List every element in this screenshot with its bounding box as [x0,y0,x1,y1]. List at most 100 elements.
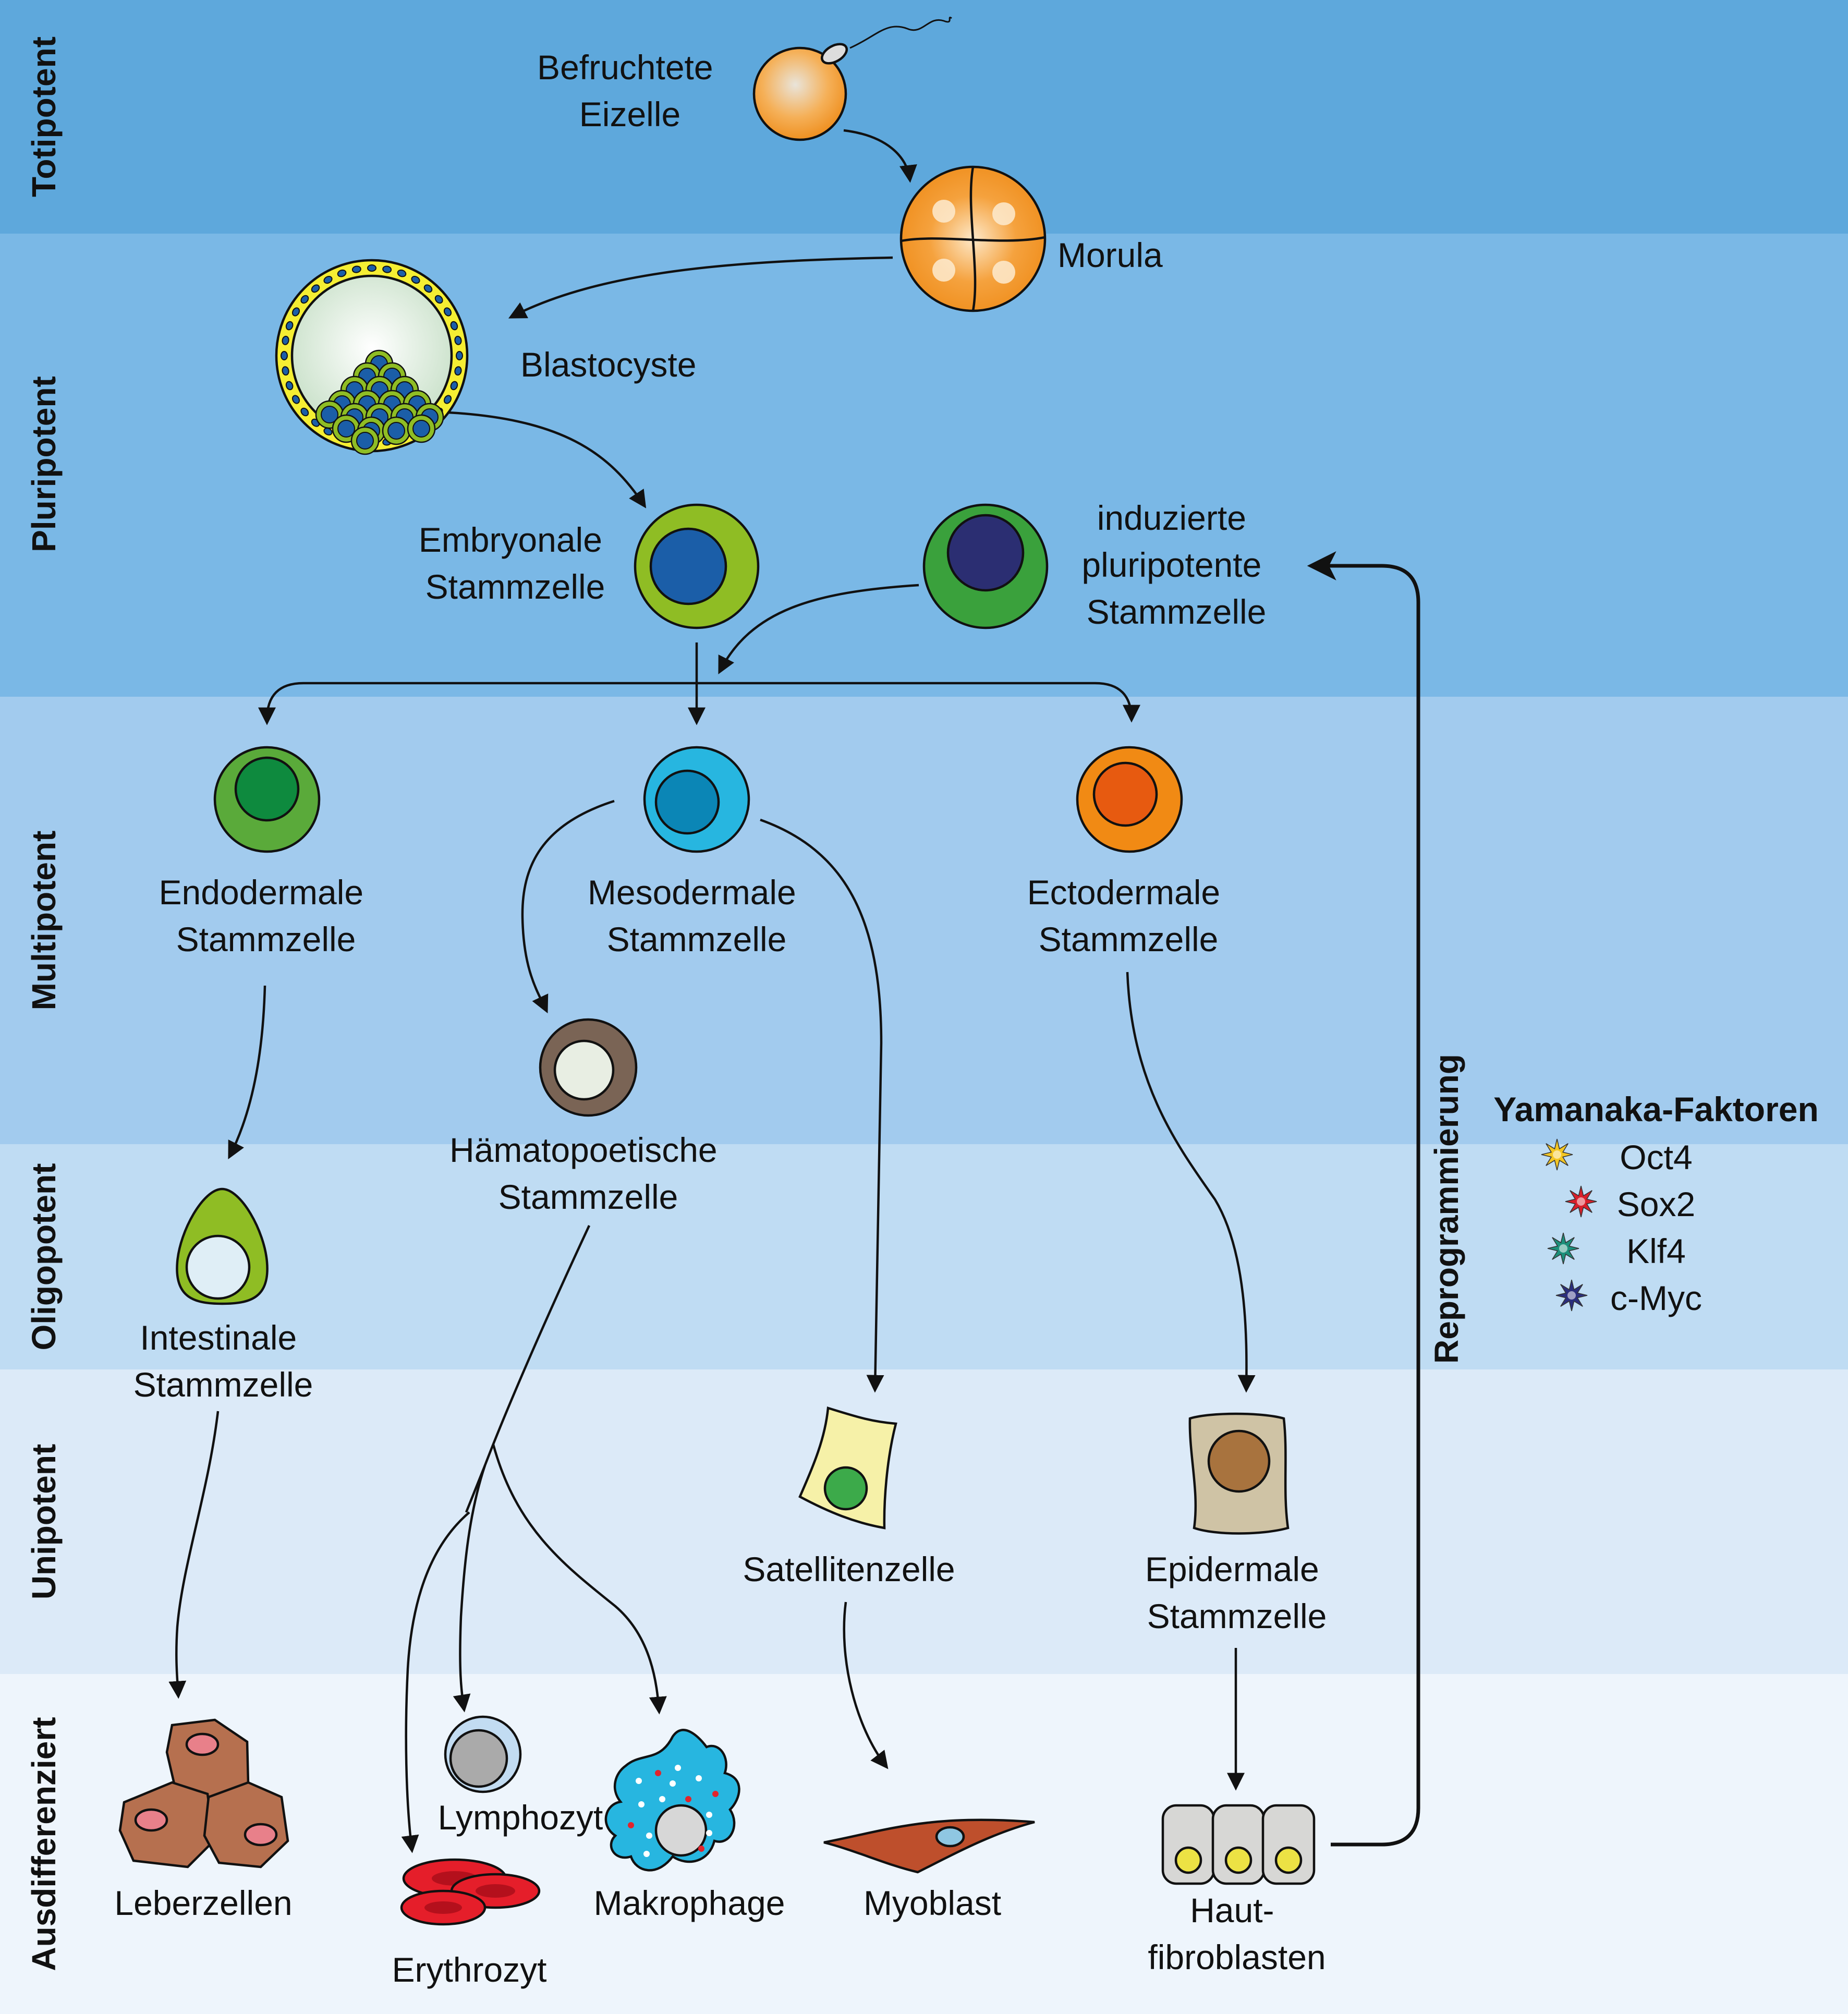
label-ectodermale-stammzelle: Ectodermale Stammzelle [1027,873,1230,959]
trophoblast-nucleus [300,407,309,417]
band-pluripotent [0,234,1848,697]
haematopoetic-cell-nucleus [553,1039,615,1101]
label-lymphozyt: Lymphozyt [438,1798,603,1837]
liver-nucleus-left [134,1808,168,1832]
band-labels: Totipotent Pluripotent Multipotent Oligo… [25,37,63,1971]
trophoblast-nucleus [282,335,289,345]
label-haematopoetische-stammzelle: Hämatopoetische Stammzelle [449,1131,727,1216]
trophoblast-nucleus [300,295,309,304]
label-morula: Morula [1057,236,1163,274]
erythrocyte-2-center [476,1884,515,1898]
granule [675,1765,681,1771]
liver-cell-left [118,1781,215,1869]
label-erythrozyt: Erythrozyt [392,1950,546,1989]
lymphocyte [444,1715,522,1793]
arrow-eizelle-morula [843,129,917,183]
erythrocyte-3-center [424,1901,462,1914]
granule [706,1830,712,1836]
erythrocytes [400,1858,541,1926]
granule [643,1851,650,1857]
granule [636,1778,642,1784]
trophoblast-nucleus [351,265,361,273]
granule [670,1780,676,1787]
arrow-endodermal-intestinal [228,985,266,1160]
label-intestinale-stammzelle: Intestinale Stammzelle [133,1318,313,1404]
trophoblast-nucleus [291,395,300,404]
lymphocyte-nucleus [449,1729,508,1788]
ips-stem-cell [922,503,1049,629]
liver-nucleus-right [244,1823,278,1847]
label-satellitenzelle: Satellitenzelle [743,1550,955,1588]
trophoblast-nucleus [443,307,452,317]
trophoblast-nucleus [411,275,420,284]
trophoblast-nucleus [423,284,433,293]
reprogramming-label: Reprogrammierung [1428,1054,1465,1364]
satellite-cell [798,1406,897,1530]
arrow-ectodermal-epidermal [1126,972,1256,1393]
liver-cell-right [203,1781,289,1869]
endodermal-stem-cell [213,746,321,853]
morula [899,165,1047,312]
liver-nucleus-top [185,1732,220,1756]
legend-item-oct4: Oct4 [1541,1138,1693,1176]
legend-title: Yamanaka-Faktoren [1493,1090,1819,1129]
trophoblast-nucleus [450,321,458,331]
trophoblast-nucleus [323,427,333,436]
embryonic-cell-nucleus [649,527,727,605]
granule [659,1796,665,1802]
legend-label-cmyc: c-Myc [1610,1279,1702,1317]
legend-item-sox2: Sox2 [1565,1185,1695,1223]
icm-cell [382,416,411,445]
band-unipotent [0,1369,1848,1674]
mesodermal-cell-nucleus [654,769,720,835]
skin-fibroblasts [1161,1804,1316,1885]
label-leberzellen: Leberzellen [114,1884,292,1922]
label-ips-stammzelle: induzierte pluripotente Stammzelle [1081,499,1271,631]
morula-glint-4 [992,261,1015,284]
granule [655,1770,661,1776]
macrophage [604,1729,740,1872]
level-label-totipotent: Totipotent [25,37,63,197]
band-oligopotent [0,1144,1848,1369]
arrow-ips-merge [718,584,919,675]
label-hautfibroblasten: Haut- fibroblasten [1148,1891,1326,1976]
label-mesodermale-stammzelle: Mesodermale Stammzelle [588,873,806,959]
sperm-head [821,43,848,65]
legend-label-sox2: Sox2 [1617,1185,1695,1223]
level-label-unipotent: Unipotent [25,1444,63,1600]
line-haematopoetic-branch [465,1225,591,1513]
epidermal-cell-nucleus [1207,1429,1271,1493]
morula-division-h [901,236,1045,242]
myoblast-nucleus [935,1826,965,1848]
ectodermal-cell-nucleus [1092,761,1158,827]
trophoblast-nucleus [367,264,376,272]
label-befruchtete-eizelle: Befruchtete Eizelle [537,48,723,134]
ectodermal-stem-cell [1076,746,1183,853]
star-highlight [1567,1291,1576,1300]
liver-cells [118,1718,289,1869]
fibroblast-1-nucleus [1174,1846,1202,1874]
haematopoetic-stem-cell [539,1018,638,1117]
trophoblast-nucleus [382,265,392,273]
star-highlight [1577,1197,1585,1206]
icm-cell [407,414,436,443]
trophoblast-nucleus [282,366,289,376]
arrow-mesodermal-haematopoetic [521,799,615,1014]
cell-labels: Befruchtete Eizelle Morula Blastocyste E… [114,48,1327,1989]
embryonic-stem-cell [634,503,760,629]
morula-glint-1 [932,200,955,223]
morula-glint-2 [992,202,1015,225]
arrow-blastocyste-embryonal [437,410,647,508]
myoblast [823,1818,1035,1874]
fibroblast-2-nucleus [1224,1846,1253,1874]
arrow-intestinal-leber [168,1411,220,1699]
mesodermal-stem-cell [643,746,750,853]
myoblast-body [823,1818,1035,1874]
granule [696,1775,702,1781]
trophoblast-nucleus [443,395,452,404]
arrow-morula-blastocyste [508,256,893,319]
morula-glint-3 [932,259,955,282]
yamanaka-legend: Yamanaka-Faktoren Oct4 Sox2 Klf4 c-Myc [1493,1090,1819,1317]
